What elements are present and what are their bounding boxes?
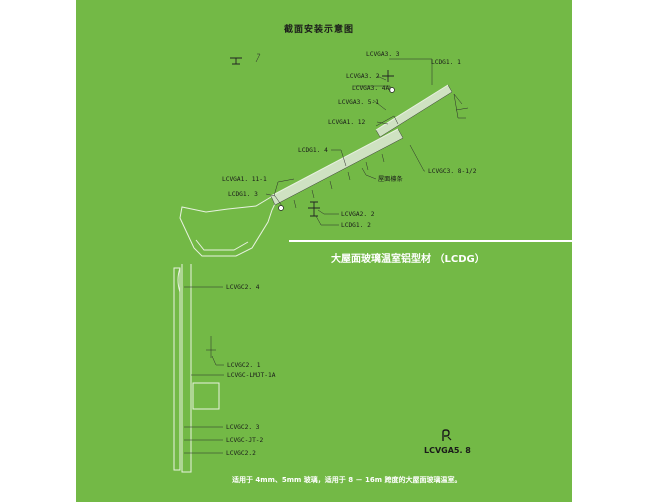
label-lcvgc23: LCVGC2. 3 [226,424,260,431]
purlin-ticks [293,153,385,209]
label-lcvga112: LCVGA1. 12 [328,119,366,126]
label-lcvgc22: LCVGC2.2 [226,450,256,457]
label-lcdg14: LCDG1. 4 [298,147,328,154]
gutter-profile [179,189,283,257]
column-bracket [192,382,220,410]
gutter-inner-profile [195,239,249,251]
footer-note: 适用于 4mm、5mm 玻璃，适用于 8 － 16m 跨度的大屋面玻璃温室。 [232,476,462,484]
label-lcvgc3812: LCVGC3. 8-1/2 [428,168,477,175]
label-lcvga22: LCVGA2. 2 [341,211,375,218]
leader-lines [184,53,433,454]
label-lcvgc21: LCVGC2. 1 [227,362,261,369]
label-lcvga33: LCVGA3. 3 [366,51,400,58]
clamp-part-lcvga33 [230,57,242,65]
column-hook-profile [177,267,181,293]
label-lcvgcjt2: LCVGC-JT-2 [226,437,264,444]
label-lcvga351: LCVGA3. 5-1 [338,99,379,106]
column-outer-profile [181,264,192,473]
product-code: LCVGA5. 8 [424,446,471,455]
section-diagram: LCVGA3. 3 LCDG1. 1 LCVGA3. 2 LCVGA3. 4A … [173,51,477,473]
label-lcvgclmjt1a: LCVGC-LMJT-1A [227,372,276,379]
product-title: 大屋面玻璃温室铝型材 （LCDG） [331,254,485,265]
label-lcdg12: LCDG1. 2 [341,222,371,229]
rafter-lower-edge [270,128,399,197]
drawing-sheet: 截面安装示意图 [76,0,572,502]
drawing-title: 截面安装示意图 [284,25,355,35]
fitting-circle-upper [389,87,395,93]
clamp-part-lcvga32 [382,70,394,82]
clamp-part-lcvga22 [308,201,320,217]
label-lcvgc24: LCVGC2. 4 [226,284,260,291]
rafter-upper-profile [375,84,453,138]
fitting-circle-lower [278,205,284,211]
label-lcvga34a: LCVGA3. 4A [352,85,390,92]
column-fitting [206,336,216,358]
rafter-lower-profile [270,128,404,206]
ridge-profile [453,93,469,119]
label-purlin: 屋面檩条 [378,175,403,183]
profile-section-icon [442,429,452,441]
column-profile [173,267,181,471]
section-divider [289,240,572,242]
label-lcvga111: LCVGA1. 11-1 [222,176,267,183]
rafter-upper-edge [375,84,449,131]
label-lcdg11: LCDG1. 1 [431,59,461,66]
label-lcvga32: LCVGA3. 2 [346,73,380,80]
label-lcdg13: LCDG1. 3 [228,191,258,198]
